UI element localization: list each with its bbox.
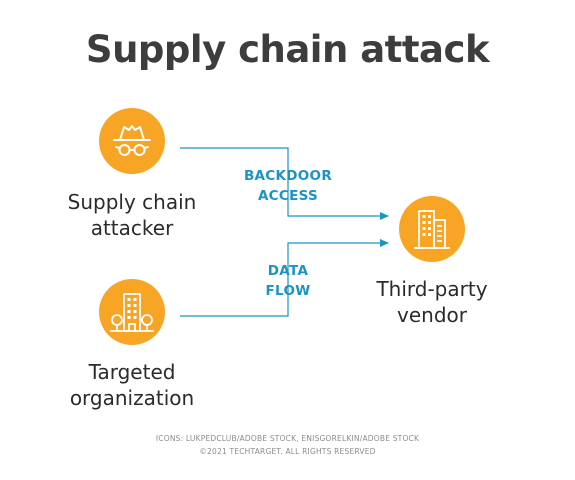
backdoor-access-label: BACKDOOR ACCESS xyxy=(230,166,346,206)
data-flow-label: DATA FLOW xyxy=(240,261,336,301)
vendor-label-line1: Third-party xyxy=(376,277,488,301)
data-flow-label-line1: DATA xyxy=(267,263,309,279)
backdoor-label-line1: BACKDOOR xyxy=(243,168,333,184)
data-flow-connector xyxy=(180,239,389,317)
credits-copyright: ©2021 TECHTARGET. ALL RIGHTS RESERVED xyxy=(199,447,376,456)
vendor-label: Third-party vendor xyxy=(352,276,512,328)
organization-node xyxy=(99,279,165,345)
attacker-label-line1: Supply chain xyxy=(67,190,197,214)
credits-icons: ICONS: LUKPEDCLUB/ADOBE STOCK, ENISGOREL… xyxy=(155,434,420,443)
backdoor-label-line2: ACCESS xyxy=(257,188,319,204)
vendor-node xyxy=(399,196,465,262)
data-flow-label-line2: FLOW xyxy=(265,283,311,299)
organization-label-line1: Targeted xyxy=(88,360,176,384)
attacker-node xyxy=(99,108,165,174)
backdoor-connector xyxy=(180,147,389,220)
organization-label-line2: organization xyxy=(69,386,195,410)
organization-label: Targeted organization xyxy=(52,359,212,411)
vendor-label-line2: vendor xyxy=(397,303,467,327)
organization-circle xyxy=(99,279,165,345)
spy-icon xyxy=(113,125,151,156)
attacker-label: Supply chain attacker xyxy=(52,189,212,241)
diagram-title: Supply chain attack xyxy=(85,28,490,71)
attacker-label-line2: attacker xyxy=(90,216,174,240)
vendor-circle xyxy=(399,196,465,262)
credits: ICONS: LUKPEDCLUB/ADOBE STOCK, ENISGOREL… xyxy=(0,432,575,458)
building-trees-icon xyxy=(110,293,154,332)
office-building-icon xyxy=(414,210,450,249)
